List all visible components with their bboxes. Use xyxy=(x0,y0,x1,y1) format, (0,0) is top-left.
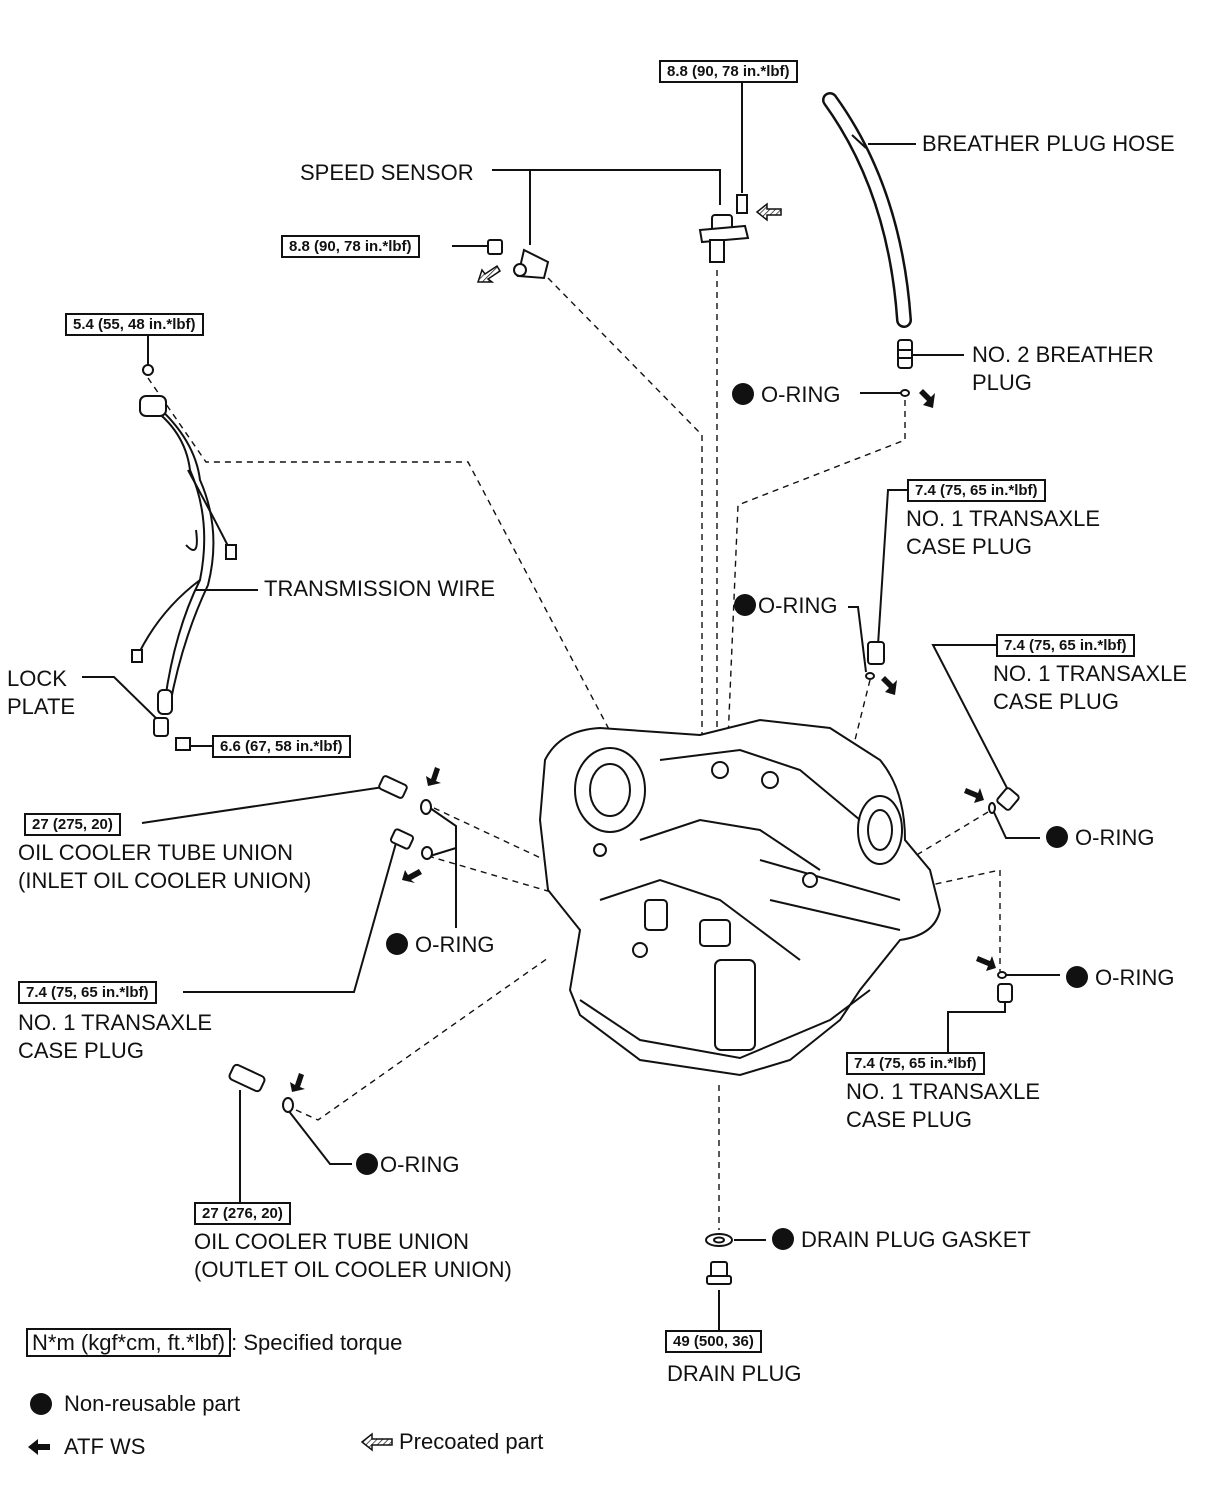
legend-icons xyxy=(28,1393,393,1455)
case-plug-right xyxy=(996,787,1020,811)
label-case-plug-right-1: NO. 1 TRANSAXLE xyxy=(993,661,1187,686)
torque-lock-plate: 6.6 (67, 58 in.*lbf) xyxy=(212,735,351,758)
torque-case-plug-left: 7.4 (75, 65 in.*lbf) xyxy=(18,981,157,1004)
label-case-plug-bottom-1: NO. 1 TRANSAXLE xyxy=(846,1079,1040,1104)
legend-atf-ws: ATF WS xyxy=(64,1434,146,1459)
label-case-plug-bottom-2: CASE PLUG xyxy=(846,1107,972,1132)
breather-plug-hose xyxy=(822,92,912,328)
torque-wire-top: 5.4 (55, 48 in.*lbf) xyxy=(65,313,204,336)
label-o-ring-5: O-RING xyxy=(1066,964,1174,992)
torque-sensor-top: 8.8 (90, 78 in.*lbf) xyxy=(659,60,798,83)
label-outlet-union-2: (OUTLET OIL COOLER UNION) xyxy=(194,1257,512,1282)
legend-non-reusable: Non-reusable part xyxy=(64,1391,241,1416)
torque-inlet-union: 27 (275, 20) xyxy=(24,813,121,836)
label-drain-plug: DRAIN PLUG xyxy=(667,1361,802,1386)
non-reusable-icon xyxy=(386,933,408,955)
non-reusable-icon xyxy=(732,383,754,405)
outlet-union xyxy=(228,1063,266,1093)
label-case-plug-left-1: NO. 1 TRANSAXLE xyxy=(18,1010,212,1035)
label-case-plug-top-2: CASE PLUG xyxy=(906,534,1032,559)
label-case-plug-left-2: CASE PLUG xyxy=(18,1038,144,1063)
torque-case-plug-right: 7.4 (75, 65 in.*lbf) xyxy=(996,634,1135,657)
leader-lines xyxy=(82,80,1060,1330)
non-reusable-icon xyxy=(356,1153,378,1175)
legend-torque-unit: N*m (kgf*cm, ft.*lbf) xyxy=(26,1328,232,1357)
case-plug-top xyxy=(867,641,885,665)
label-o-ring-3: O-RING xyxy=(1046,824,1154,852)
label-transmission-wire: TRANSMISSION WIRE xyxy=(264,576,496,601)
label-inlet-union-2: (INLET OIL COOLER UNION) xyxy=(18,868,312,893)
label-breather-plug-hose: BREATHER PLUG HOSE xyxy=(922,131,1175,156)
torque-case-plug-top: 7.4 (75, 65 in.*lbf) xyxy=(907,479,1046,502)
atf-ws-arrows xyxy=(290,389,996,1092)
legend-precoated: Precoated part xyxy=(399,1429,544,1454)
no2-breather-plug xyxy=(897,339,913,369)
o-rings xyxy=(282,389,1007,1113)
hatched-arrow-icon xyxy=(360,1432,393,1452)
inlet-union xyxy=(378,775,408,799)
non-reusable-icon xyxy=(734,594,756,616)
label-drain-plug-gasket: DRAIN PLUG GASKET xyxy=(772,1226,1031,1254)
non-reusable-icon xyxy=(772,1228,794,1250)
precoated-arrows xyxy=(476,202,782,283)
torque-drain-plug: 49 (500, 36) xyxy=(665,1330,762,1353)
dashed-lines xyxy=(147,270,1001,1230)
legend-torque-desc: : Specified torque xyxy=(231,1330,403,1355)
non-reusable-icon xyxy=(1046,826,1068,848)
lock-plate xyxy=(153,717,169,737)
label-o-ring-4: O-RING xyxy=(386,931,494,959)
speed-sensor-right xyxy=(698,194,750,263)
torque-sensor-left: 8.8 (90, 78 in.*lbf) xyxy=(281,235,420,258)
label-o-ring-2: O-RING xyxy=(734,592,837,620)
label-outlet-union-1: OIL COOLER TUBE UNION xyxy=(194,1229,470,1254)
label-case-plug-top-1: NO. 1 TRANSAXLE xyxy=(906,506,1100,531)
drain-plug xyxy=(706,1261,732,1285)
label-lock-plate-2: PLATE xyxy=(7,694,76,719)
left-case-plug xyxy=(389,828,415,850)
case-plug-bottom xyxy=(997,983,1013,1003)
label-inlet-union-1: OIL COOLER TUBE UNION xyxy=(18,840,294,865)
torque-outlet-union: 27 (276, 20) xyxy=(194,1202,291,1225)
label-no2-breather-plug-2: PLUG xyxy=(972,370,1032,395)
arrow-icon xyxy=(28,1439,50,1455)
transaxle-case xyxy=(538,718,942,1077)
label-o-ring-6: O-RING xyxy=(356,1151,459,1179)
label-o-ring-1: O-RING xyxy=(732,381,840,409)
speed-sensor-left xyxy=(487,239,550,280)
legend-torque: N*m (kgf*cm, ft.*lbf): Specified torque xyxy=(26,1328,403,1357)
torque-case-plug-bottom: 7.4 (75, 65 in.*lbf) xyxy=(846,1052,985,1075)
non-reusable-icon xyxy=(1066,966,1088,988)
transmission-wire xyxy=(131,364,237,751)
drain-plug-gasket xyxy=(705,1233,733,1247)
label-speed-sensor: SPEED SENSOR xyxy=(300,160,474,185)
label-no2-breather-plug-1: NO. 2 BREATHER xyxy=(972,342,1154,367)
label-lock-plate-1: LOCK xyxy=(7,666,67,691)
label-case-plug-right-2: CASE PLUG xyxy=(993,689,1119,714)
filled-circle-icon xyxy=(30,1393,52,1415)
